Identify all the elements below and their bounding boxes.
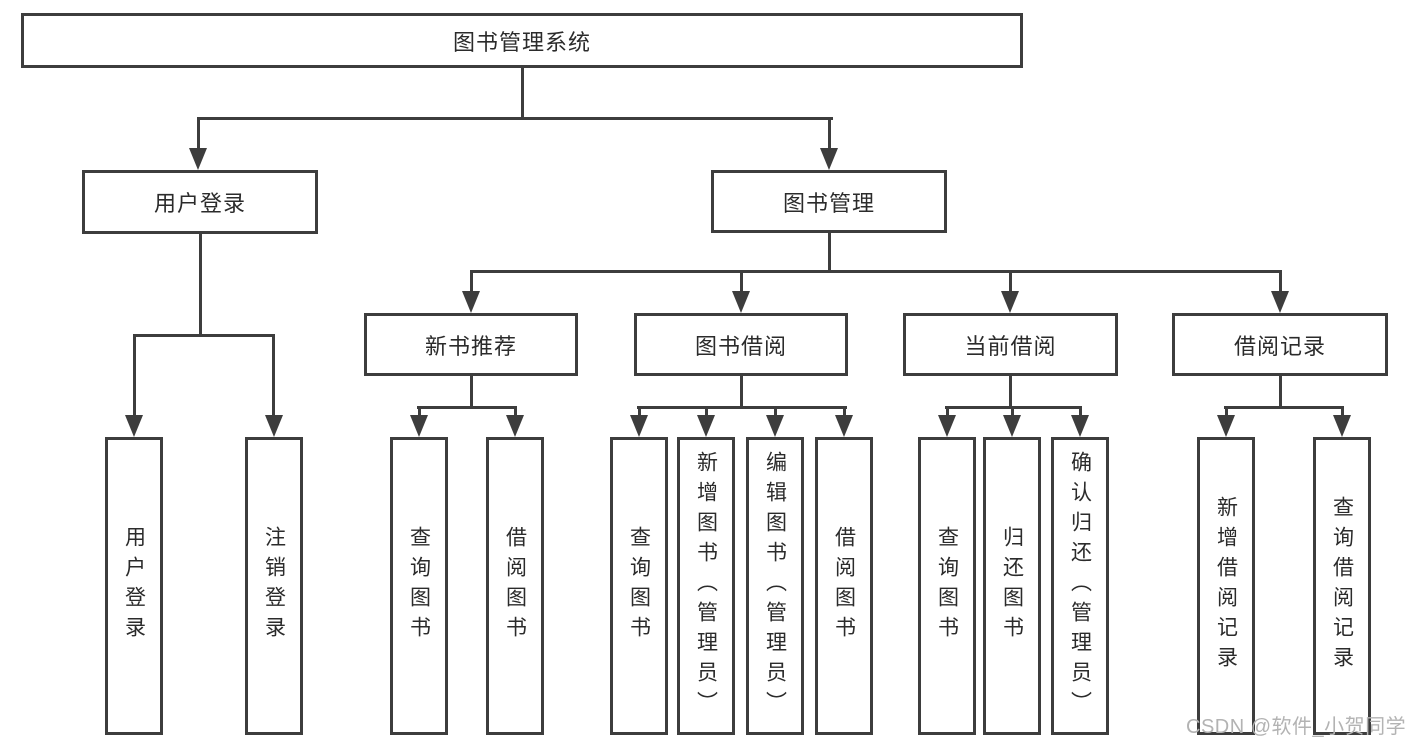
leaf-user-login-label: 用户登录 xyxy=(122,526,146,646)
leaf-current-query-books: 查询图书 xyxy=(918,437,976,735)
connector-line xyxy=(740,376,743,407)
connector-line xyxy=(637,406,847,409)
leaf-borrow-add-book-admin: 新增图书（管理员） xyxy=(677,437,735,735)
connector-line xyxy=(1011,406,1014,417)
leaf-borrow-query-books-label: 查询图书 xyxy=(627,526,651,646)
connector-line xyxy=(1009,376,1012,407)
leaf-newbook-borrow-books: 借阅图书 xyxy=(486,437,544,735)
arrow-down-icon xyxy=(410,415,428,437)
leaf-borrow-borrow-books: 借阅图书 xyxy=(815,437,873,735)
node-library-system: 图书管理系统 xyxy=(21,13,1023,68)
node-user-login: 用户登录 xyxy=(82,170,318,234)
leaf-borrow-borrow-books-label: 借阅图书 xyxy=(832,526,856,646)
arrow-down-icon xyxy=(189,148,207,170)
connector-line xyxy=(470,270,1282,273)
node-book-management: 图书管理 xyxy=(711,170,947,233)
arrow-down-icon xyxy=(265,415,283,437)
connector-line xyxy=(1341,406,1344,417)
arrow-down-icon xyxy=(697,415,715,437)
node-book-borrow-label: 图书借阅 xyxy=(694,333,787,359)
leaf-newbook-borrow-books-label: 借阅图书 xyxy=(503,526,527,646)
node-user-login-label: 用户登录 xyxy=(153,191,246,216)
leaf-records-add-record-label: 新增借阅记录 xyxy=(1214,496,1238,676)
leaf-current-confirm-return-admin: 确认归还（管理员） xyxy=(1051,437,1109,735)
arrow-down-icon xyxy=(630,415,648,437)
leaf-records-query-record: 查询借阅记录 xyxy=(1313,437,1371,735)
connector-line xyxy=(828,233,831,271)
connector-line xyxy=(705,406,708,417)
connector-line xyxy=(1009,270,1012,293)
arrow-down-icon xyxy=(1003,415,1021,437)
leaf-current-confirm-return-admin-label: 确认归还（管理员） xyxy=(1068,451,1092,721)
leaf-records-add-record: 新增借阅记录 xyxy=(1197,437,1255,735)
connector-line xyxy=(133,334,136,416)
connector-line xyxy=(197,117,833,120)
connector-line xyxy=(197,117,200,151)
leaf-newbook-query-books: 查询图书 xyxy=(390,437,448,735)
connector-line xyxy=(638,406,641,417)
connector-line xyxy=(514,406,517,417)
connector-line xyxy=(417,406,517,409)
leaf-borrow-edit-book-admin: 编辑图书（管理员） xyxy=(746,437,804,735)
arrow-down-icon xyxy=(1271,291,1289,313)
node-current-borrow: 当前借阅 xyxy=(903,313,1118,376)
node-book-borrow: 图书借阅 xyxy=(634,313,848,376)
node-book-management-label: 图书管理 xyxy=(782,190,875,216)
connector-line xyxy=(1279,270,1282,293)
connector-line xyxy=(470,376,473,407)
leaf-newbook-query-books-label: 查询图书 xyxy=(407,526,431,646)
connector-line xyxy=(828,117,831,151)
connector-line xyxy=(740,270,743,293)
arrow-down-icon xyxy=(732,291,750,313)
leaf-borrow-add-book-admin-label: 新增图书（管理员） xyxy=(694,451,718,721)
arrow-down-icon xyxy=(1217,415,1235,437)
arrow-down-icon xyxy=(938,415,956,437)
leaf-current-return-books-label: 归还图书 xyxy=(1000,526,1024,646)
arrow-down-icon xyxy=(820,148,838,170)
leaf-records-query-record-label: 查询借阅记录 xyxy=(1330,496,1354,676)
connector-line xyxy=(1225,406,1228,417)
connector-line xyxy=(946,406,949,417)
leaf-borrow-query-books: 查询图书 xyxy=(610,437,668,735)
leaf-logout: 注销登录 xyxy=(245,437,303,735)
connector-line xyxy=(272,334,275,416)
leaf-borrow-edit-book-admin-label: 编辑图书（管理员） xyxy=(763,451,787,721)
leaf-user-login: 用户登录 xyxy=(105,437,163,735)
connector-line xyxy=(843,406,846,417)
connector-line xyxy=(418,406,421,417)
node-library-system-label: 图书管理系统 xyxy=(452,29,591,55)
arrow-down-icon xyxy=(1071,415,1089,437)
leaf-current-return-books: 归还图书 xyxy=(983,437,1041,735)
arrow-down-icon xyxy=(506,415,524,437)
leaf-current-query-books-label: 查询图书 xyxy=(935,526,959,646)
node-current-borrow-label: 当前借阅 xyxy=(964,333,1057,359)
arrow-down-icon xyxy=(462,291,480,313)
connector-line xyxy=(521,68,524,118)
arrow-down-icon xyxy=(835,415,853,437)
node-borrow-records-label: 借阅记录 xyxy=(1233,333,1326,359)
connector-line xyxy=(1079,406,1082,417)
leaf-logout-label: 注销登录 xyxy=(262,526,286,646)
connector-line xyxy=(470,270,473,293)
node-new-book-recommend: 新书推荐 xyxy=(364,313,578,376)
arrow-down-icon xyxy=(766,415,784,437)
connector-line xyxy=(133,334,275,337)
arrow-down-icon xyxy=(1001,291,1019,313)
node-borrow-records: 借阅记录 xyxy=(1172,313,1388,376)
connector-line xyxy=(1224,406,1344,409)
arrow-down-icon xyxy=(125,415,143,437)
connector-line xyxy=(774,406,777,417)
connector-line xyxy=(199,234,202,337)
arrow-down-icon xyxy=(1333,415,1351,437)
watermark: CSDN @软件_小贺同学 xyxy=(1186,716,1405,738)
node-new-book-recommend-label: 新书推荐 xyxy=(424,333,517,359)
connector-line xyxy=(1279,376,1282,407)
